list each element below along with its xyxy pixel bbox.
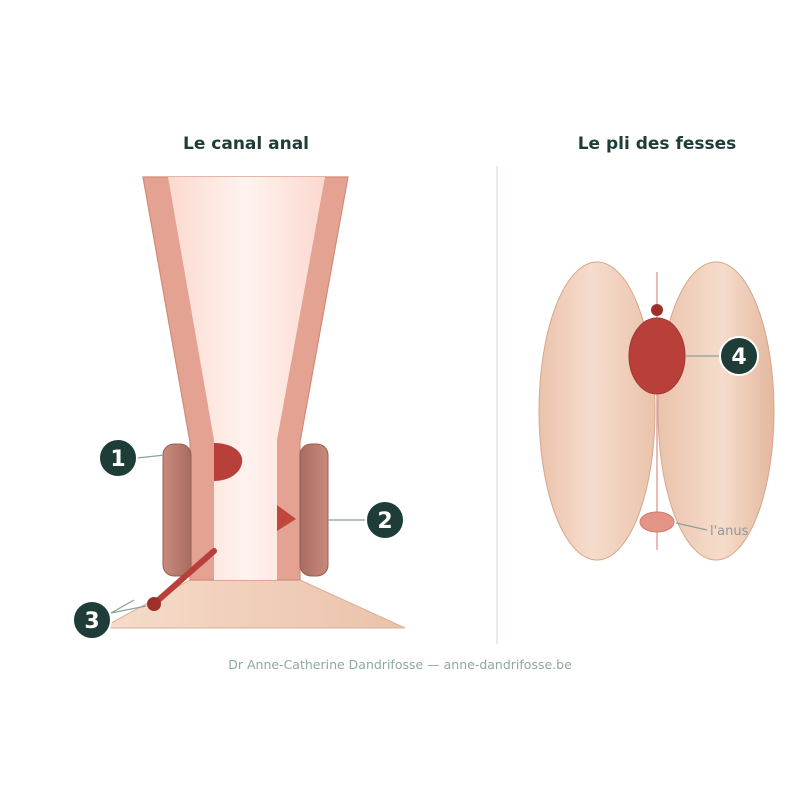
right-sphincter bbox=[299, 443, 329, 577]
buttock-crease-diagram: l'anus 4 bbox=[538, 261, 775, 561]
leader-3b bbox=[110, 599, 135, 614]
svg-text:4: 4 bbox=[731, 345, 746, 370]
lesion-2 bbox=[277, 505, 296, 531]
sinus-pit bbox=[651, 304, 663, 316]
marker-2: 2 bbox=[365, 500, 405, 540]
anus-label: l'anus bbox=[710, 524, 749, 539]
author-credit: Dr Anne-Catherine Dandrifosse — anne-dan… bbox=[228, 657, 572, 672]
fistula-opening bbox=[147, 597, 161, 611]
right-buttock bbox=[657, 261, 775, 561]
lesion-4 bbox=[628, 317, 686, 395]
svg-text:1: 1 bbox=[110, 447, 125, 472]
fistula-tract bbox=[152, 548, 217, 606]
svg-text:3: 3 bbox=[84, 609, 99, 634]
left-sphincter bbox=[162, 443, 192, 577]
leader-anus bbox=[675, 522, 708, 531]
marker-3: 3 bbox=[72, 600, 112, 640]
leader-3a bbox=[110, 605, 147, 614]
left-buttock bbox=[538, 261, 656, 561]
svg-text:2: 2 bbox=[377, 509, 392, 534]
marker-1: 1 bbox=[98, 438, 138, 478]
canal-lumen bbox=[168, 177, 325, 580]
anus bbox=[639, 511, 675, 533]
right-panel-title: Le pli des fesses bbox=[577, 134, 737, 154]
anal-canal-diagram: 1 2 3 bbox=[72, 176, 406, 640]
lesion-1 bbox=[214, 443, 243, 481]
left-panel-title: Le canal anal bbox=[182, 134, 310, 154]
marker-4: 4 bbox=[719, 336, 759, 376]
leader-1 bbox=[136, 454, 166, 459]
